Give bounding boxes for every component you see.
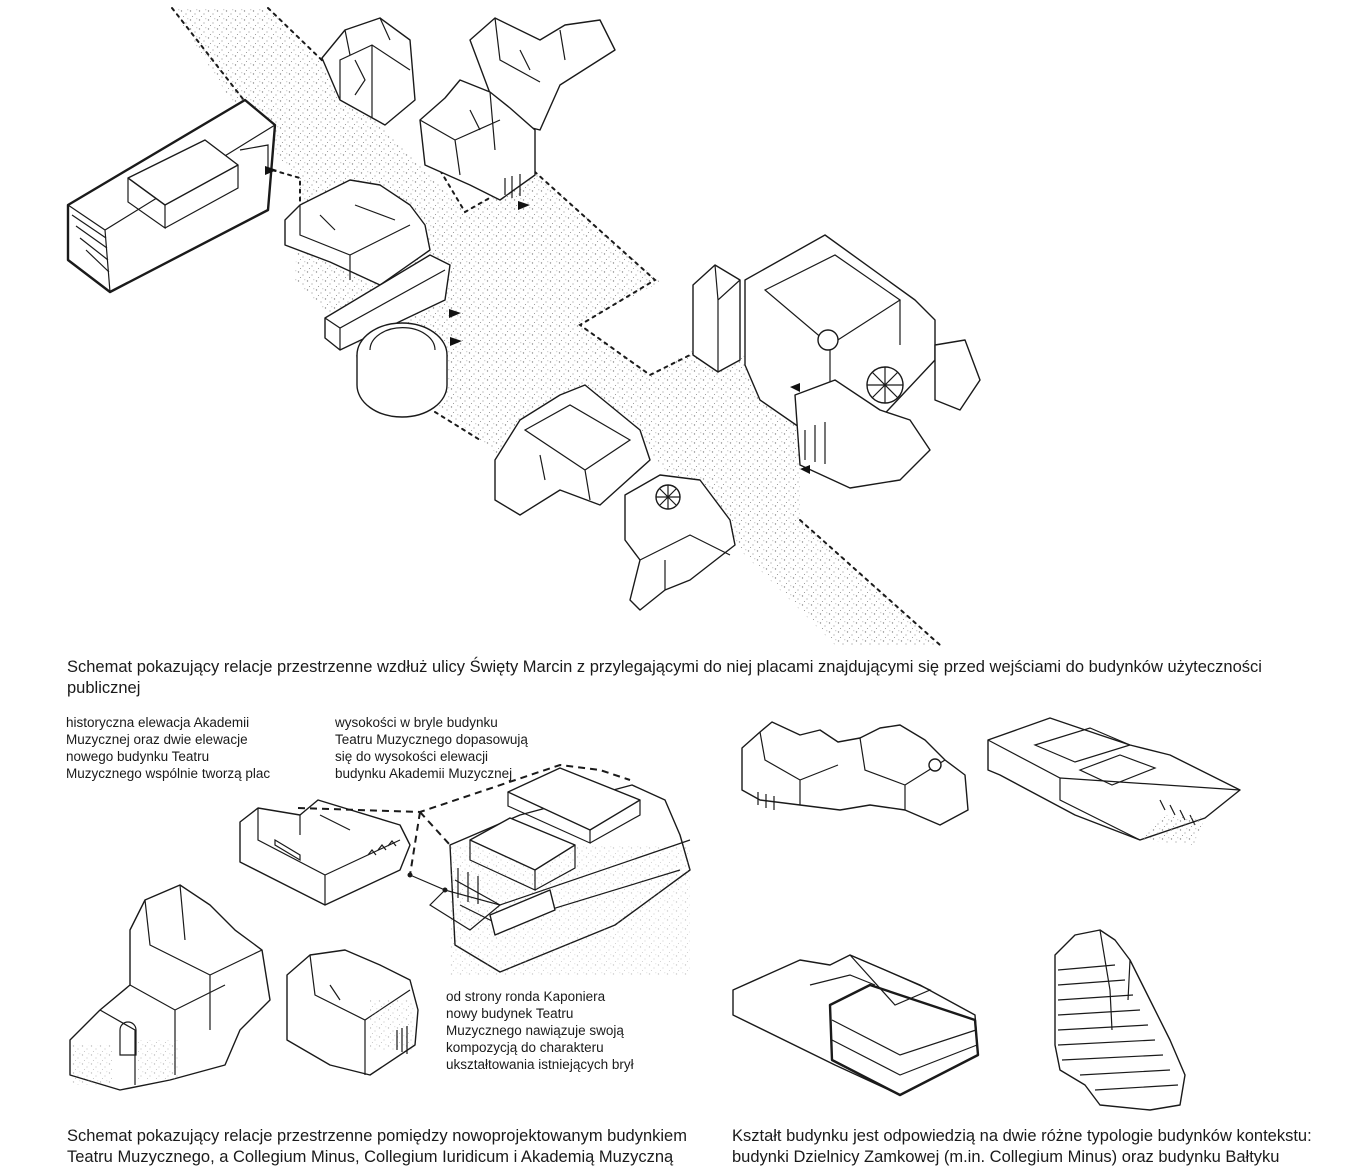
arrow-5 xyxy=(790,383,800,392)
street-map-top xyxy=(66,7,981,646)
arrow-4 xyxy=(450,337,462,346)
note-heights: wysokości w bryle budynku Teatru Muzyczn… xyxy=(335,715,528,781)
building-castle-complex xyxy=(692,234,981,489)
street-edge-right xyxy=(799,519,941,646)
building-collegium-iuridicum xyxy=(286,949,419,1076)
height-dashed-outline xyxy=(297,763,631,876)
typology-diagram xyxy=(732,717,1241,1111)
plaza-point-1 xyxy=(407,872,413,878)
typology-castle-district xyxy=(741,721,969,826)
entrance-arrows xyxy=(265,166,810,474)
relations-diagram xyxy=(69,763,691,1091)
building-lower-collegium xyxy=(494,384,736,611)
arrow-3 xyxy=(449,309,461,318)
typology-baltyk xyxy=(1054,929,1186,1111)
arrow-1 xyxy=(265,166,277,175)
building-upper-left xyxy=(321,17,416,126)
plaza-point-2 xyxy=(442,887,448,893)
caption-bottom-left: Schemat pokazujący relacje przestrzenne … xyxy=(67,1127,687,1166)
caption-bottom-right: Kształt budynku jest odpowiedzią na dwie… xyxy=(732,1127,1312,1166)
note-kaponiera: od strony ronda Kaponiera nowy budynek T… xyxy=(446,989,634,1072)
arrow-6 xyxy=(800,465,810,474)
note-facade: historyczna elewacja Akademii Muzycznej … xyxy=(66,715,271,781)
building-stepped-left xyxy=(66,98,277,294)
building-new-theatre xyxy=(449,767,691,975)
plaza-outline xyxy=(409,874,502,931)
arrow-2 xyxy=(518,201,530,210)
building-collegium-minus xyxy=(69,884,271,1091)
street-swiety-marcin xyxy=(172,8,940,645)
street-edge-top xyxy=(267,7,701,377)
street-edge-left xyxy=(171,7,481,441)
building-academy-bl xyxy=(239,799,411,906)
typology-new-theatre-top xyxy=(987,717,1241,845)
caption-top: Schemat pokazujący relacje przestrzenne … xyxy=(67,658,1262,697)
building-round xyxy=(356,322,448,418)
building-gothic-center xyxy=(419,79,536,201)
building-academy-music xyxy=(284,179,451,351)
typology-new-theatre-bottom xyxy=(732,954,980,1097)
